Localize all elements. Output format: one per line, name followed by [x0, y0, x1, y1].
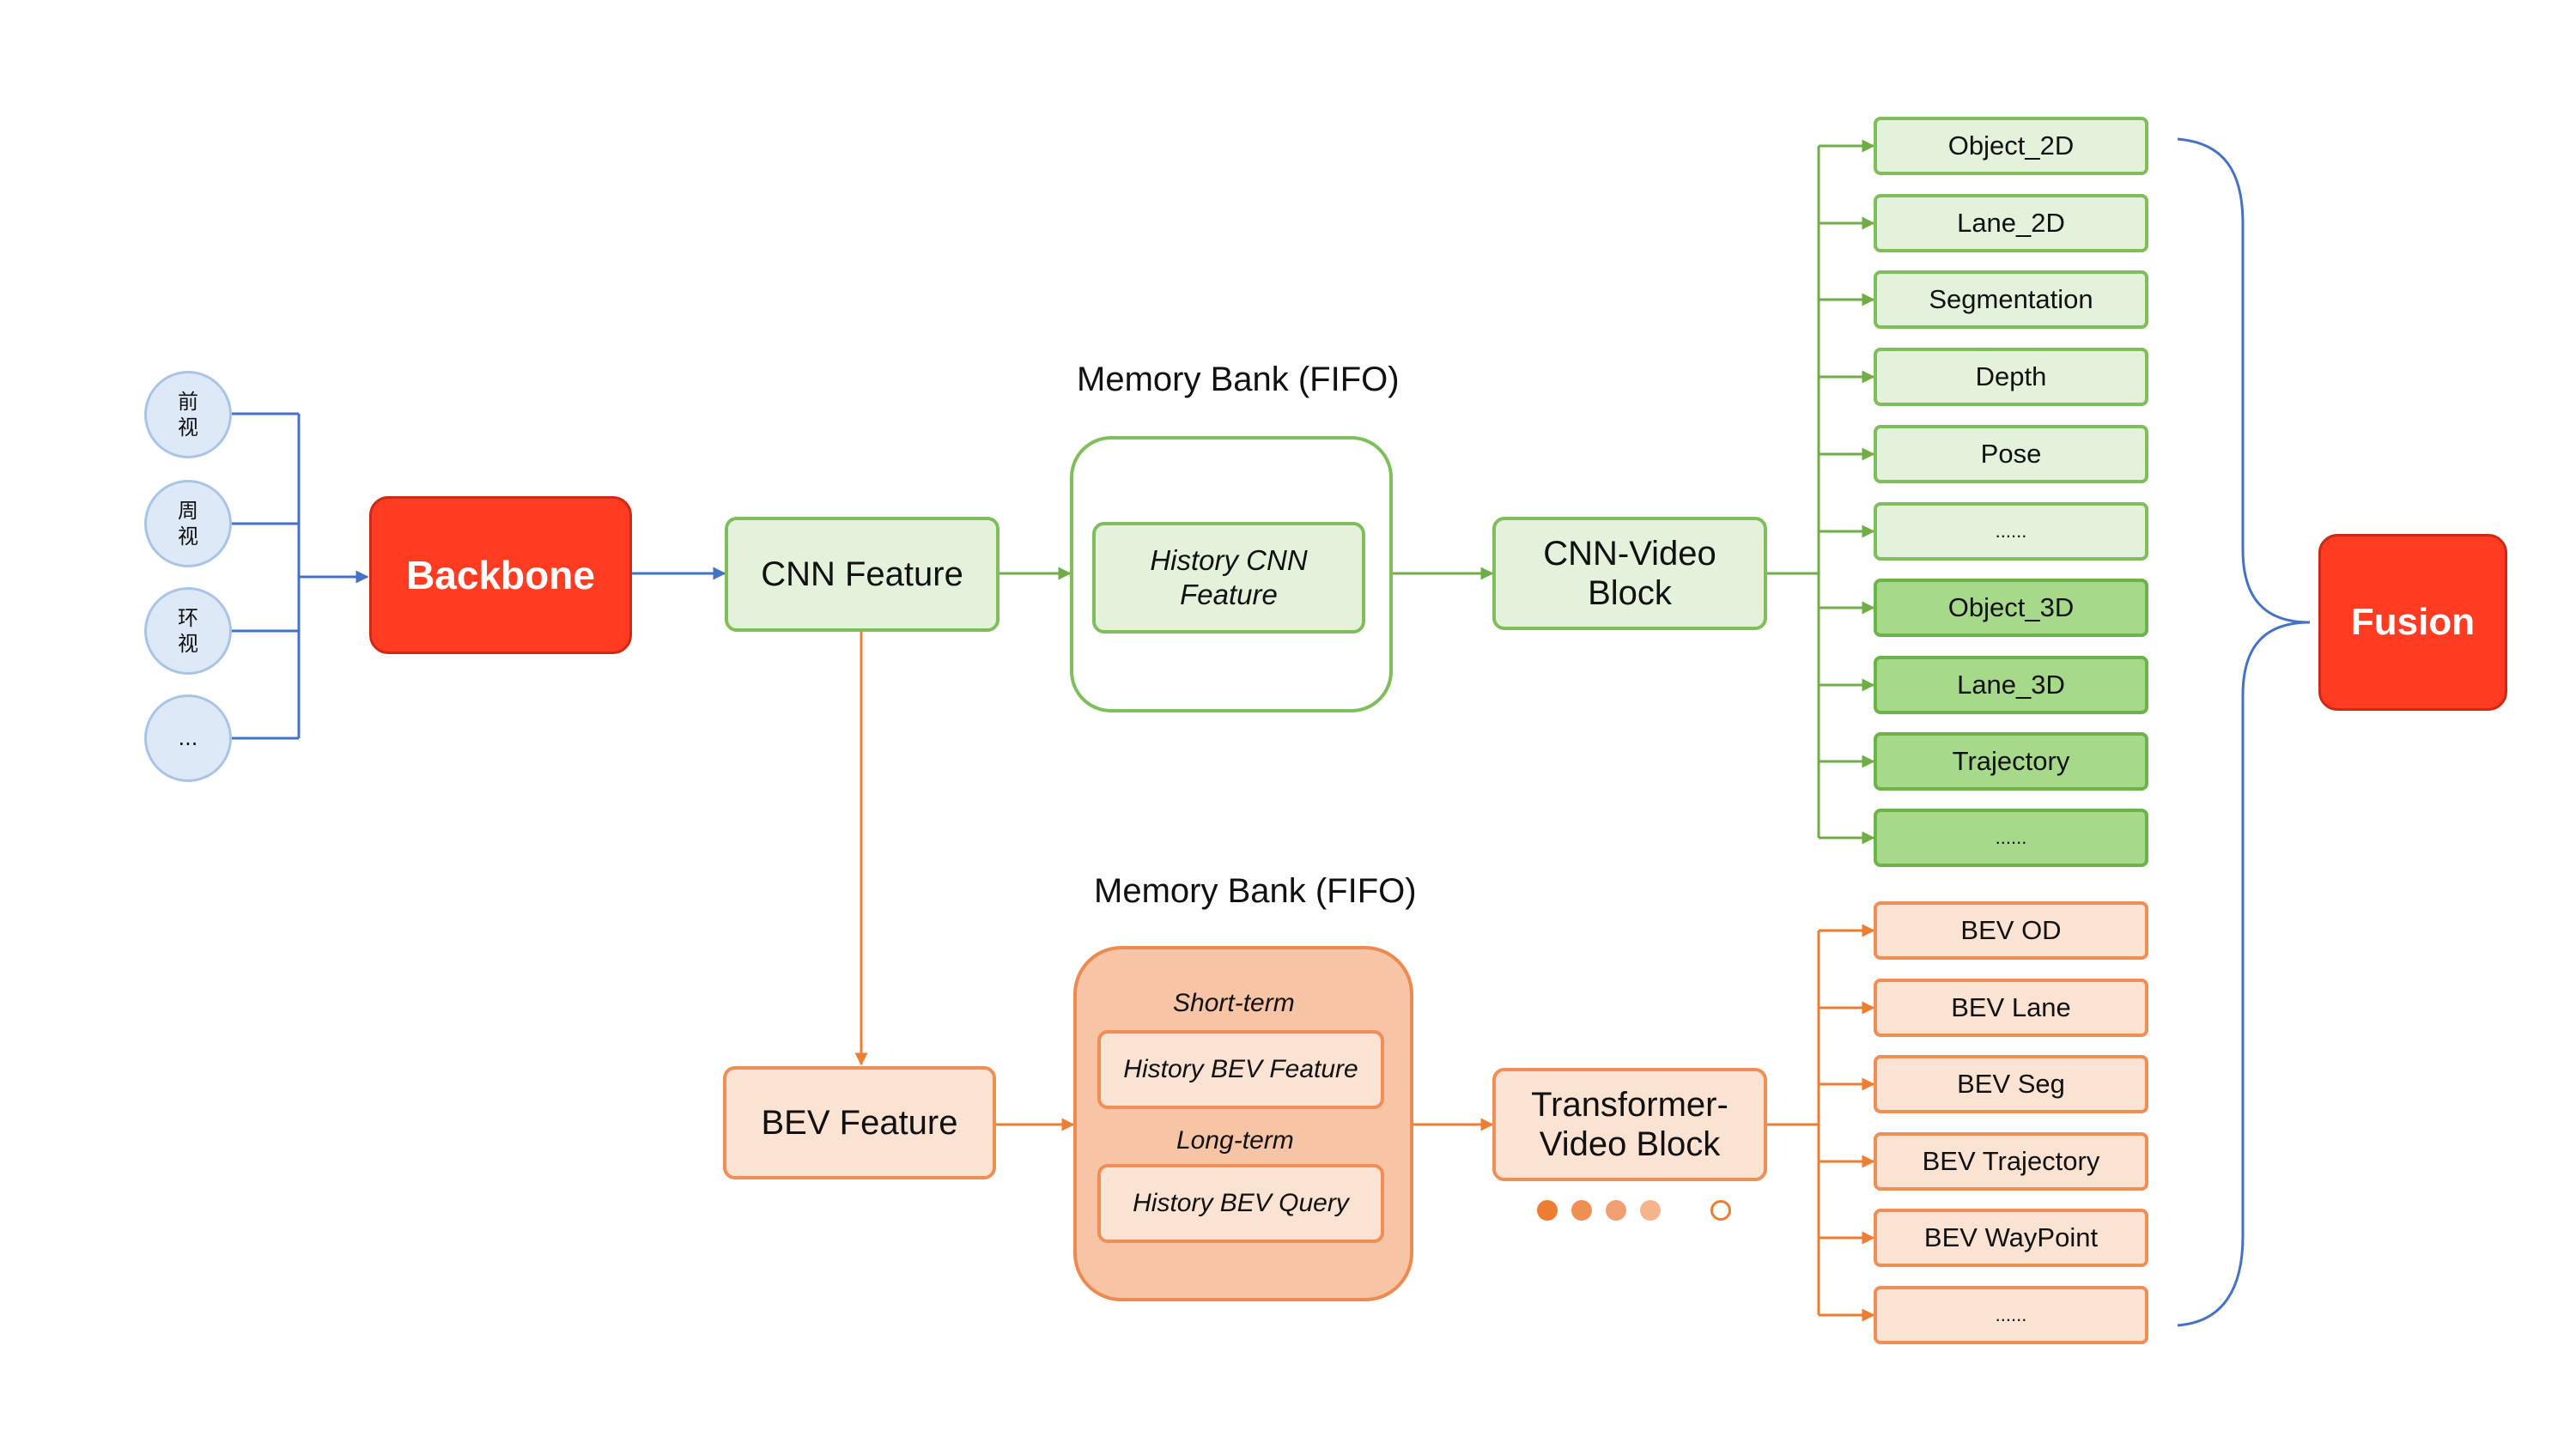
sequence-dot [1640, 1200, 1661, 1221]
task-bev-more: ...... [1874, 1286, 2148, 1344]
sequence-dot [1537, 1200, 1558, 1221]
task-trajectory: Trajectory [1874, 732, 2148, 791]
camera-more-input: ... [144, 694, 232, 782]
task-lane-2d: Lane_2D [1874, 194, 2148, 252]
camera-surround-input: 周 视 [144, 480, 232, 567]
cnn-video-block: CNN-Video Block [1492, 517, 1767, 630]
memory-bank-bottom-title: Memory Bank (FIFO) [1094, 872, 1417, 910]
short-term-label: Short-term [1173, 989, 1295, 1017]
cnn-connectors [999, 139, 1875, 845]
camera-around-input: 环 视 [144, 587, 232, 675]
task-segmentation: Segmentation [1874, 270, 2148, 329]
transformer-video-block: Transformer-Video Block [1492, 1068, 1767, 1181]
task-depth: Depth [1874, 348, 2148, 406]
backbone-block: Backbone [369, 496, 632, 654]
task-bev-od: BEV OD [1874, 901, 2148, 960]
task-3d-more: ...... [1874, 809, 2148, 867]
task-bev-seg: BEV Seg [1874, 1055, 2148, 1113]
sequence-dot [1571, 1200, 1592, 1221]
fusion-block: Fusion [2318, 534, 2507, 711]
history-bev-query-block: History BEV Query [1097, 1164, 1384, 1243]
bev-connectors [854, 632, 1875, 1322]
sequence-dot [1606, 1200, 1626, 1221]
task-pose: Pose [1874, 425, 2148, 483]
task-lane-3d: Lane_3D [1874, 656, 2148, 714]
task-bev-trajectory: BEV Trajectory [1874, 1132, 2148, 1191]
long-term-label: Long-term [1176, 1126, 1294, 1155]
task-bev-waypoint: BEV WayPoint [1874, 1209, 2148, 1267]
memory-bank-top-title: Memory Bank (FIFO) [1077, 361, 1400, 398]
sequence-dot [1710, 1200, 1731, 1221]
cnn-feature-block: CNN Feature [725, 517, 999, 632]
history-cnn-feature-block: History CNN Feature [1092, 522, 1365, 634]
task-2d-more: ...... [1874, 502, 2148, 561]
camera-front-input: 前 视 [144, 371, 232, 458]
fusion-brace [2177, 137, 2311, 1327]
task-object-3d: Object_3D [1874, 579, 2148, 637]
history-bev-feature-block: History BEV Feature [1097, 1030, 1384, 1109]
task-bev-lane: BEV Lane [1874, 979, 2148, 1037]
input-connectors [232, 412, 726, 740]
bev-feature-block: BEV Feature [723, 1066, 996, 1179]
task-object-2d: Object_2D [1874, 117, 2148, 175]
